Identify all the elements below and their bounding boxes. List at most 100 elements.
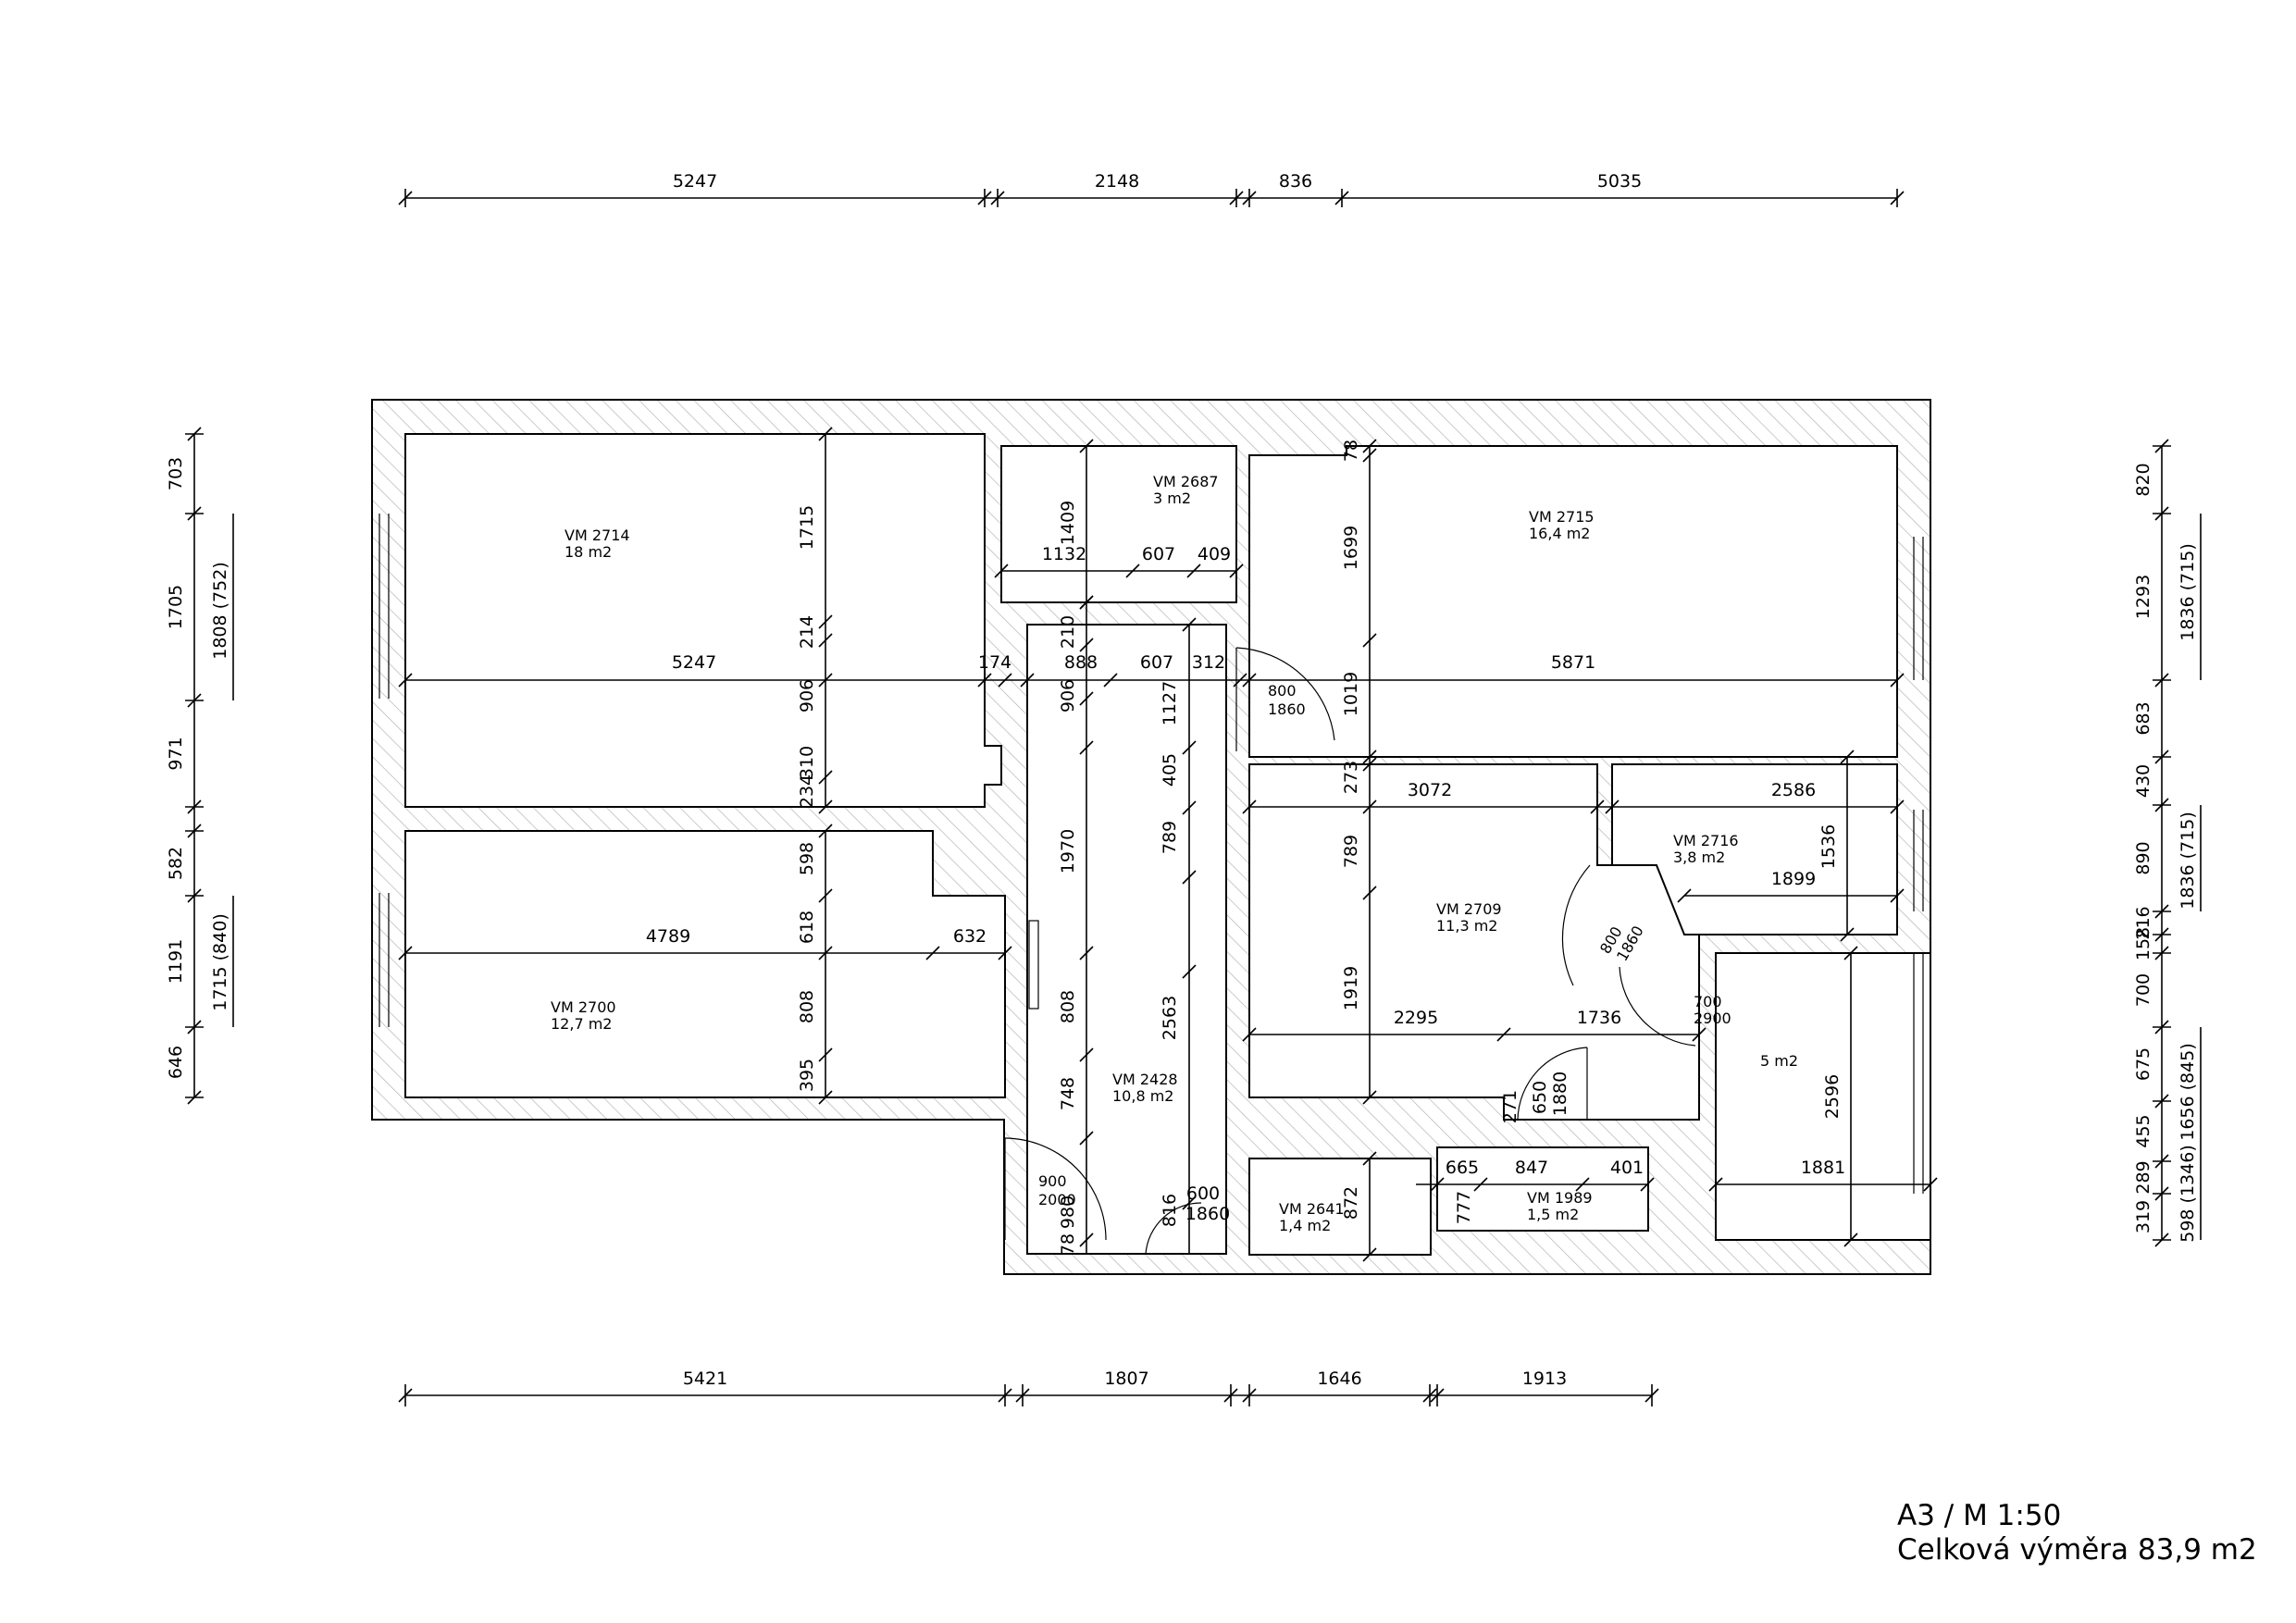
room-area: 12,7 m2: [551, 1015, 612, 1033]
dimension-tick: [818, 824, 833, 838]
dimension-tick: [1362, 757, 1377, 772]
dimension-tick: [2154, 798, 2169, 812]
dimension-label: 789: [1341, 835, 1361, 868]
dimension-tick: [1020, 673, 1035, 688]
room-code: VM 2700: [551, 998, 616, 1016]
dimension-label: 598 (1346): [2178, 1145, 2198, 1242]
dimension-label: 78: [1341, 440, 1361, 462]
dimension-tick: [1242, 673, 1257, 688]
room-code: VM 2714: [565, 527, 630, 544]
dimension-label: 906: [1058, 679, 1078, 712]
dimension-tick: [1362, 448, 1377, 463]
dimension-label: 1919: [1341, 966, 1361, 1010]
dimension-label: 1132: [1042, 544, 1086, 564]
dimension-tick: [818, 1047, 833, 1062]
dimension-tick: [1186, 564, 1201, 578]
dimension-tick: [1692, 1027, 1706, 1042]
dimension-tick: [1843, 1233, 1858, 1247]
room-area: 5 m2: [1760, 1052, 1798, 1070]
dimension-label: 700: [2133, 973, 2153, 1007]
dimension-tick: [1242, 1388, 1257, 1403]
room-code: VM 2716: [1673, 832, 1739, 849]
dimension-label: 1899: [1771, 869, 1816, 889]
dimension-tick: [818, 770, 833, 785]
dimension-tick: [2154, 750, 2169, 764]
room-code: VM 2687: [1153, 473, 1219, 490]
dimension-tick: [998, 1388, 1012, 1403]
dimension-tick: [1103, 673, 1118, 688]
dimension-tick: [187, 506, 202, 521]
dimension-tick: [2154, 927, 2169, 942]
dimension-label: 1836 (715): [2178, 543, 2198, 640]
dimension-label: 1656 (845): [2178, 1043, 2198, 1140]
room-interiors: [404, 433, 1931, 1256]
dimension-tick: [1843, 946, 1858, 960]
dimension-chain-right: 8201293683430890216158700675455289319183…: [2133, 439, 2202, 1247]
dimension-tick: [1362, 886, 1377, 900]
dimension-label: 1913: [1522, 1369, 1567, 1389]
dimension-label: 646: [166, 1046, 186, 1079]
dimension-label: 789: [1160, 821, 1180, 854]
dimension-label: 401: [1610, 1158, 1644, 1178]
room-code: VM 2715: [1529, 508, 1595, 526]
dimension-tick: [998, 946, 1012, 960]
dimension-label: 312: [1192, 652, 1225, 673]
dimension-label: 1836 (715): [2178, 812, 2198, 909]
dimension-label: 836: [1279, 171, 1312, 192]
dimension-tick: [1015, 1388, 1030, 1403]
dimension-tick: [1079, 946, 1094, 960]
dimension-tick: [1223, 1388, 1238, 1403]
dimension-label: 271: [1500, 1090, 1520, 1123]
dimension-tick: [1575, 1177, 1590, 1192]
dimension-label: 289: [2133, 1160, 2153, 1194]
dimension-tick: [187, 1020, 202, 1035]
dimension-tick: [925, 946, 940, 960]
dimension-tick: [1242, 1027, 1257, 1042]
dimension-tick: [1840, 927, 1855, 942]
dimension-label: 319: [2133, 1200, 2153, 1233]
dimension-tick: [1079, 691, 1094, 706]
title-block: A3 / M 1:50 Celková výměra 83,9 m2: [1897, 1499, 2257, 1567]
dimension-tick: [1233, 673, 1247, 688]
dimension-label: 748: [1058, 1077, 1078, 1110]
dimension-tick: [1125, 564, 1140, 578]
dimension-tick: [398, 191, 413, 205]
dimension-tick: [818, 614, 833, 629]
dimension-tick: [2154, 439, 2169, 453]
dimension-label: 808: [1058, 990, 1078, 1023]
room-vm2641: [1248, 1158, 1432, 1256]
dimension-tick: [1182, 964, 1197, 979]
dimension-label: 310: [797, 746, 817, 779]
dimension-label: 777: [1454, 1191, 1474, 1224]
dimension-label: 5247: [673, 171, 717, 192]
dimension-label: 618: [797, 911, 817, 944]
dimension-tick: [2154, 673, 2169, 688]
dimension-tick: [1362, 1247, 1377, 1262]
dimension-tick: [1182, 1196, 1197, 1210]
dimension-label: 2563: [1160, 996, 1180, 1040]
door-swings: [1004, 647, 1696, 1255]
dimension-label: 4789: [646, 926, 690, 947]
dimension-tick: [1640, 1177, 1655, 1192]
dimension-label: 1715 (840): [210, 913, 230, 1010]
dimension-tick: [818, 427, 833, 441]
door-height: 2000: [1038, 1191, 1076, 1208]
dimension-tick: [1229, 191, 1244, 205]
dimension-tick: [398, 1388, 413, 1403]
dimension-label: 2148: [1095, 171, 1139, 192]
dimension-label: 847: [1515, 1158, 1548, 1178]
dimension-label: 3072: [1408, 780, 1452, 800]
room-code: VM 2641: [1279, 1200, 1345, 1218]
dimension-label: 600: [1186, 1183, 1220, 1204]
dimension-label: 1807: [1104, 1369, 1148, 1389]
dimension-label: 1019: [1341, 672, 1361, 716]
dimension-label: 632: [953, 926, 987, 947]
dimension-label: 816: [1160, 1194, 1180, 1227]
dimension-label: 890: [2133, 841, 2153, 874]
dimension-tick: [1362, 1151, 1377, 1166]
dimension-tick: [398, 946, 413, 960]
dimension-label: 158: [2133, 927, 2153, 960]
dimension-tick: [1422, 1388, 1437, 1403]
